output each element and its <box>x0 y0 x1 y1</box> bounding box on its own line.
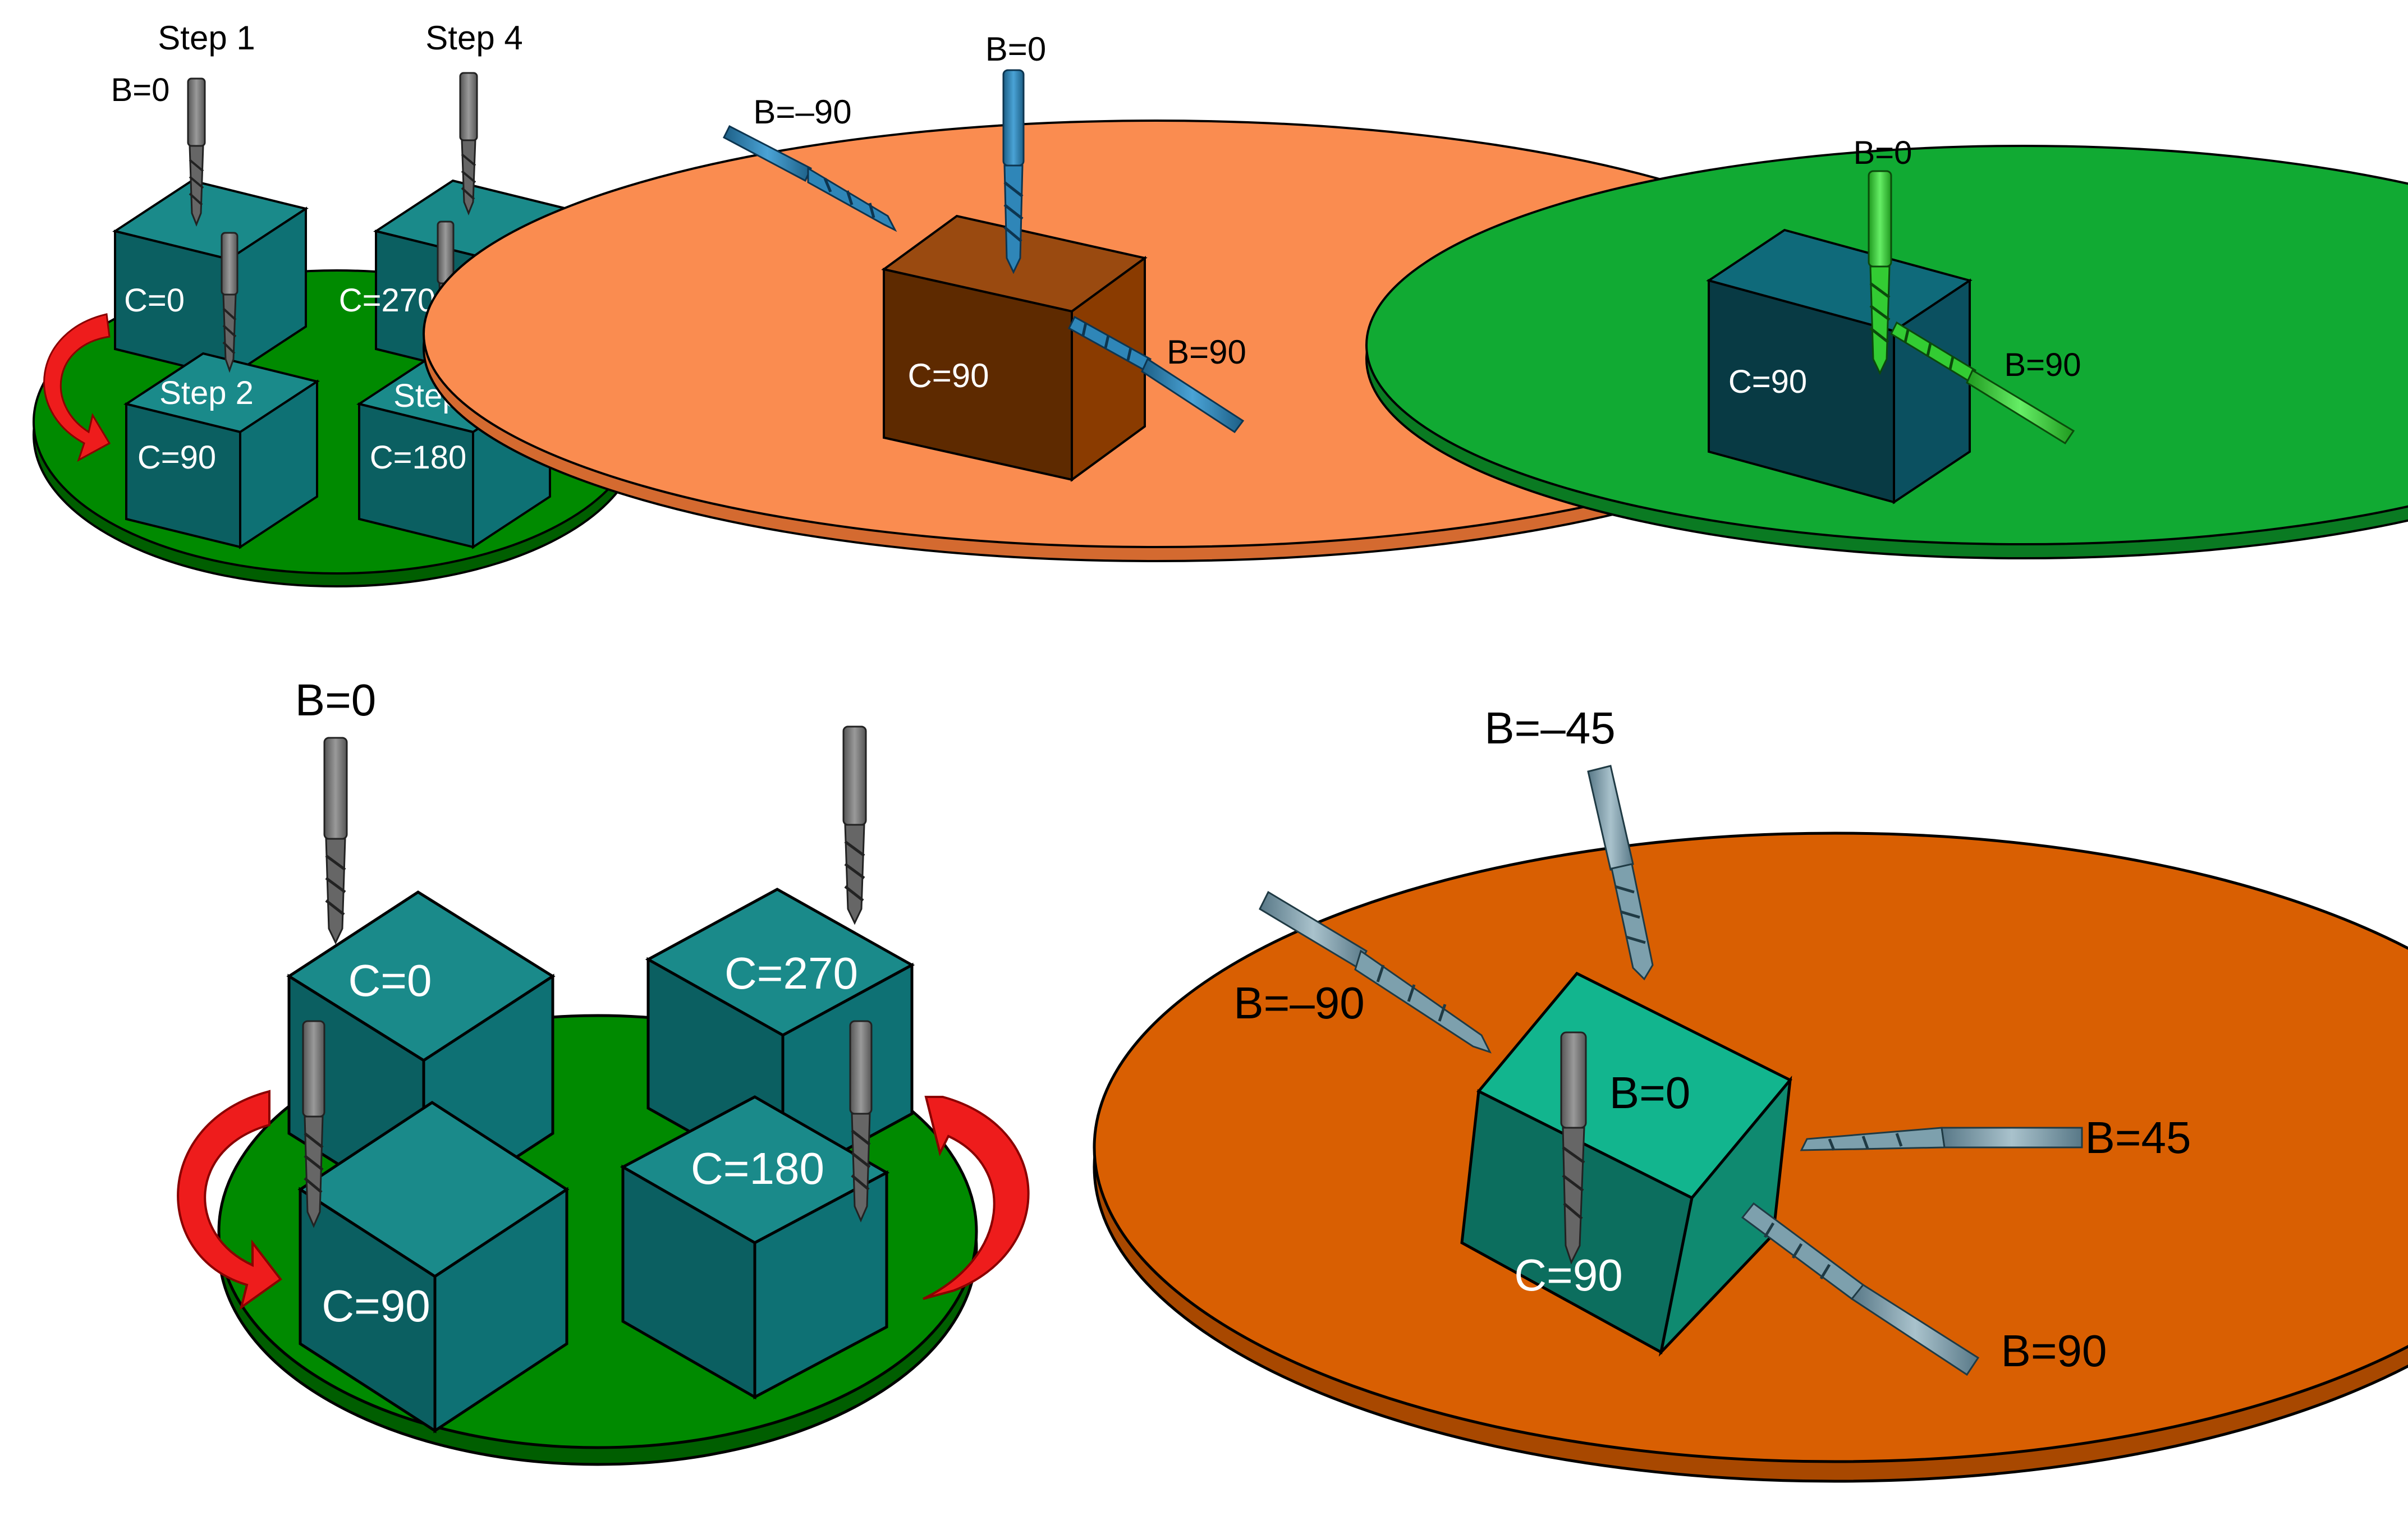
label-b-0: B=0 <box>111 72 170 108</box>
label-step-1: Step 1 <box>158 19 255 57</box>
label-b-45: B=45 <box>2085 1113 2191 1163</box>
label-c-270: C=270 <box>339 282 436 319</box>
spindle-tool-b45 <box>1800 1127 2083 1151</box>
label-c-0: C=0 <box>348 956 432 1005</box>
panel-3-green-table: B=0 B=90 C=90 <box>1365 135 2408 559</box>
label-c-0: C=0 <box>124 282 185 319</box>
rotation-arrow-left <box>177 1090 282 1310</box>
label-b-minus-90: B=–90 <box>1233 978 1365 1028</box>
rotation-arrow-left <box>43 313 111 462</box>
rotation-arrow-right <box>923 1096 1030 1300</box>
spindle-tool-c0 <box>323 737 348 945</box>
spindle-tool-c270 <box>842 725 867 925</box>
label-b-0: B=0 <box>1854 135 1912 171</box>
label-step-2: Step 2 <box>159 375 254 411</box>
label-b-90: B=90 <box>2001 1326 2107 1376</box>
spindle-tool-b90 <box>1890 321 2075 445</box>
label-c-90: C=90 <box>907 357 989 394</box>
label-c-90: C=90 <box>1728 364 1807 400</box>
label-step-4: Step 4 <box>425 19 522 57</box>
label-c-180: C=180 <box>370 439 467 476</box>
spindle-tool-b0 <box>1002 69 1025 274</box>
workpiece-cube-c90 <box>123 352 320 549</box>
label-c-90: C=90 <box>1514 1250 1622 1300</box>
spindle-tool-bm45 <box>1587 765 1654 981</box>
spindle-tool-bm90 <box>723 125 897 232</box>
workpiece-cube-c90 <box>297 1101 570 1434</box>
label-b-minus-45: B=–45 <box>1484 703 1616 753</box>
workpiece-cube-c180 <box>620 1095 890 1400</box>
spindle-tool-step4 <box>459 72 478 216</box>
label-b-90: B=90 <box>2004 347 2081 383</box>
spindle-tool-step2 <box>221 232 238 373</box>
spindle-tool-b90 <box>1741 1202 1980 1376</box>
label-b-0: B=0 <box>295 675 377 725</box>
spindle-tool-b0 <box>1560 1031 1587 1265</box>
spindle-tool-c180 <box>849 1020 873 1223</box>
spindle-tool-step1 <box>187 77 206 227</box>
label-c-90: C=90 <box>322 1281 430 1331</box>
panel-5-multi-axis-orange-table: B=–45 B=–90 B=0 B=45 B=90 C=90 <box>1093 703 2408 1483</box>
spindle-tool-b0 <box>1868 170 1892 375</box>
label-b-0: B=0 <box>985 30 1046 68</box>
label-c-180: C=180 <box>691 1143 824 1193</box>
label-b-90: B=90 <box>1167 333 1246 371</box>
label-b-minus-90: B=–90 <box>753 93 851 131</box>
label-c-90: C=90 <box>137 439 216 476</box>
spindle-tool-bm90 <box>1259 890 1492 1054</box>
spindle-tool-c90 <box>302 1020 325 1228</box>
panel-4-four-step-rotation: B=0 C=0 C=270 C=90 C=180 <box>177 675 1030 1466</box>
spindle-tool-b90 <box>1068 315 1245 434</box>
label-c-270: C=270 <box>724 948 858 998</box>
label-b-0: B=0 <box>1609 1068 1691 1118</box>
